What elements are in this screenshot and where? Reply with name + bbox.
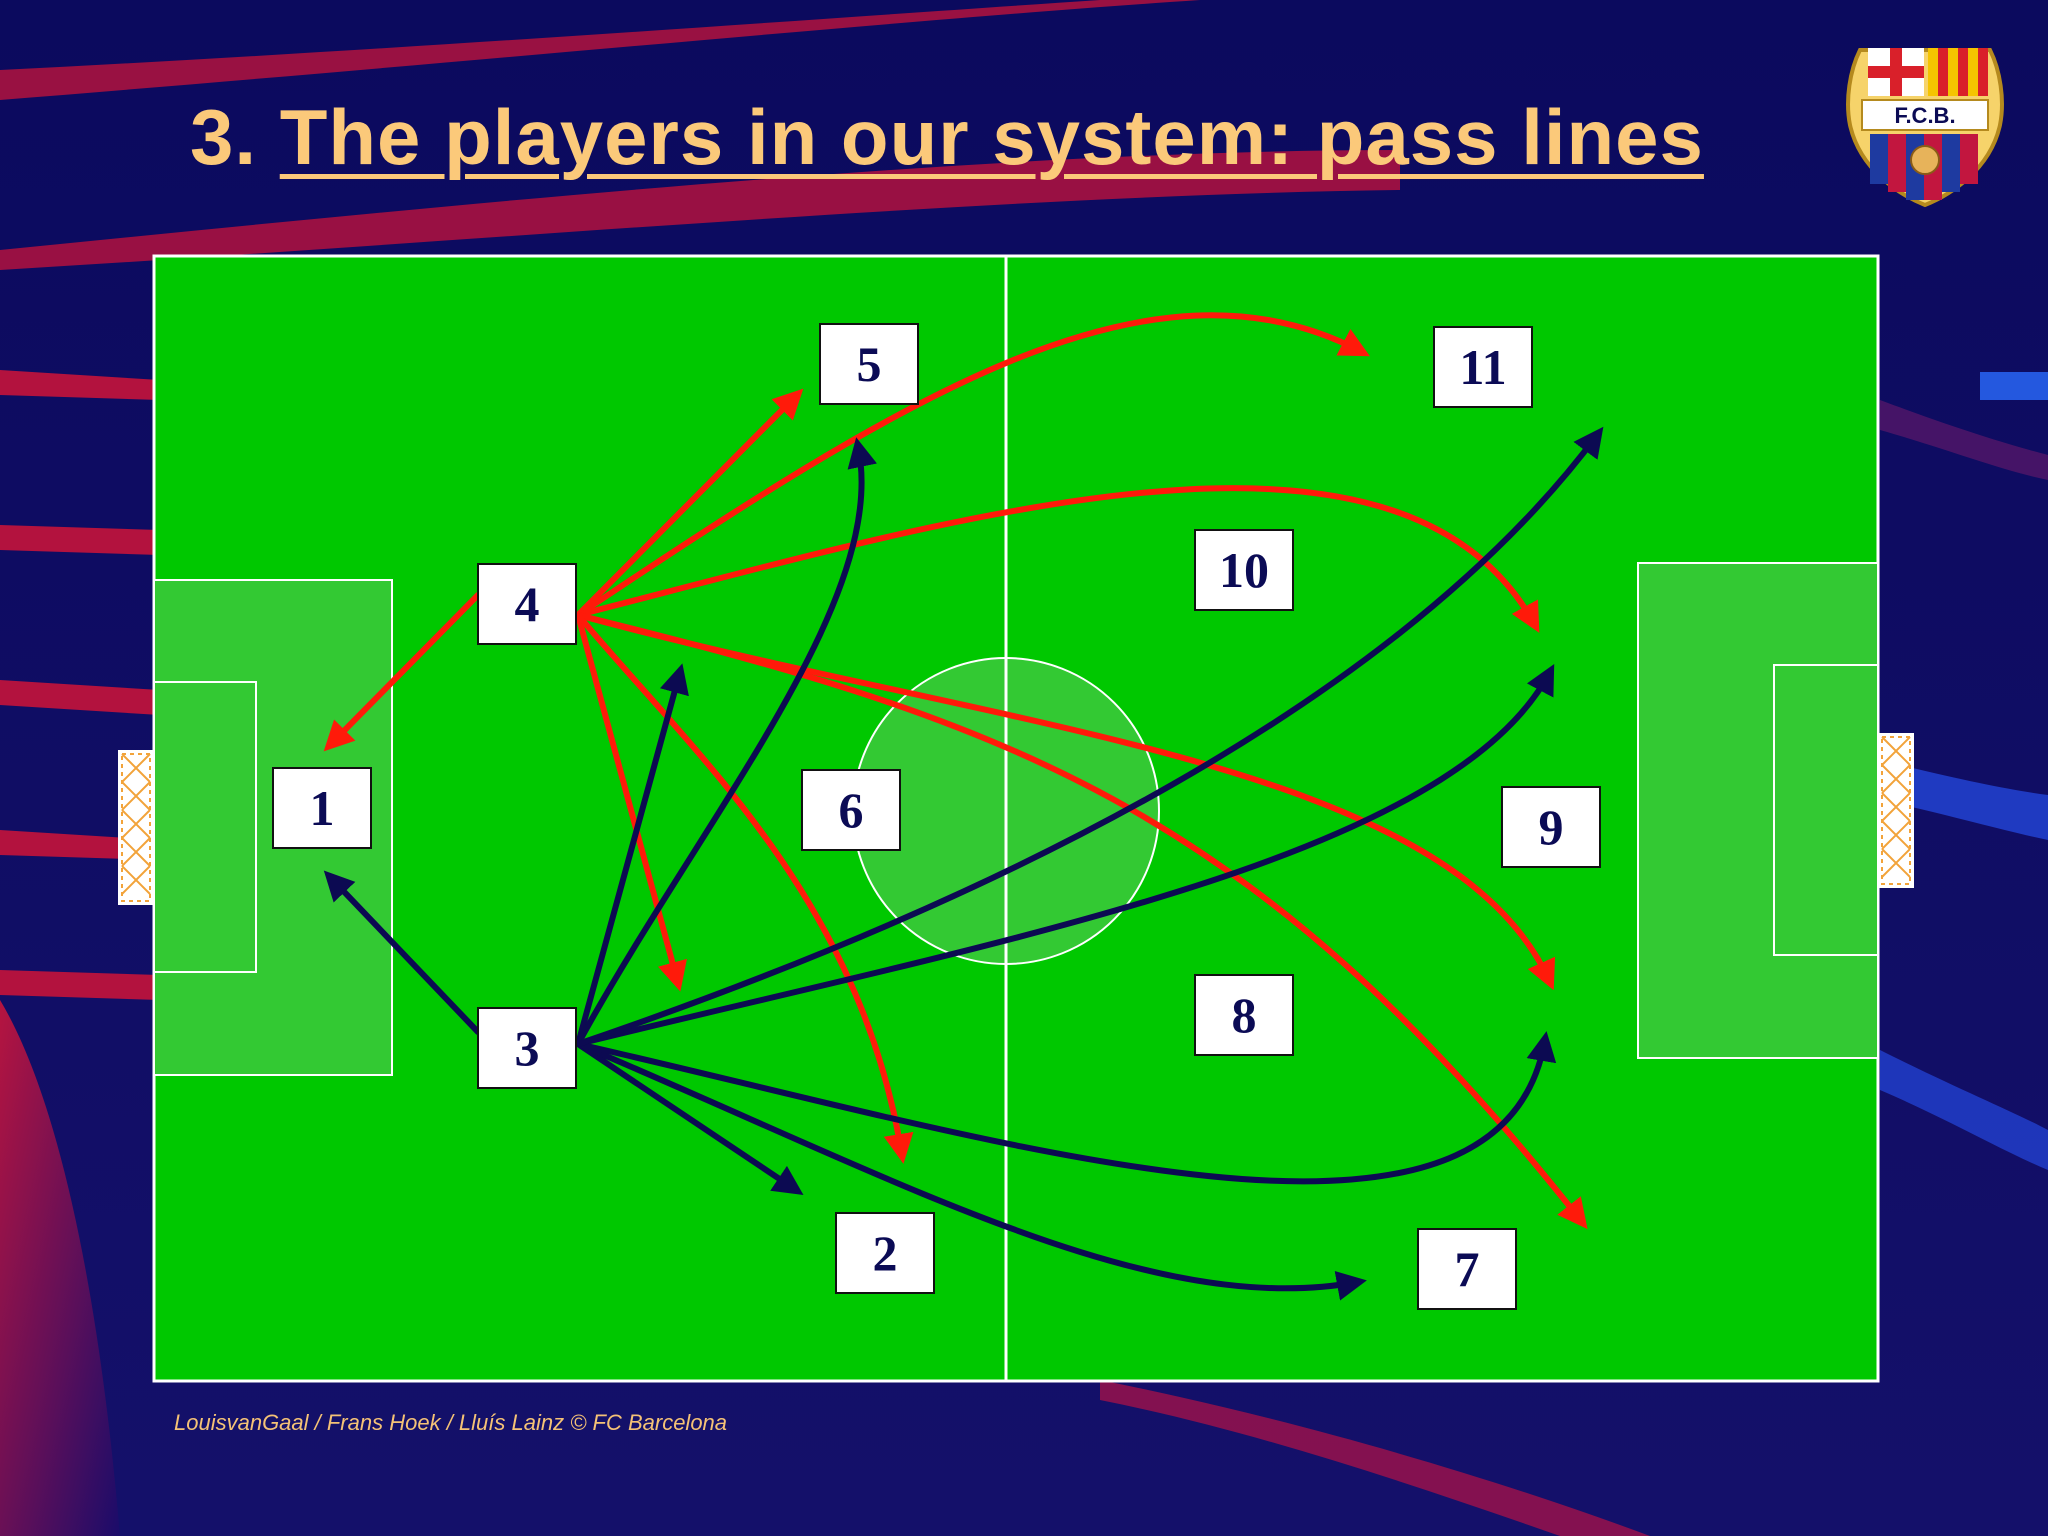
pass-line-3-to-11 [575, 426, 1604, 1047]
player-10-box: 10 [1194, 529, 1294, 611]
player-4-box: 4 [477, 563, 577, 645]
player-9-box: 9 [1501, 786, 1601, 868]
fcb-crest-logo: F.C.B. [1846, 48, 2004, 208]
pass-line-4-to-7 [575, 612, 1588, 1230]
pass-line-4-to-3 [575, 612, 687, 992]
pass-line-4-to-1 [323, 592, 481, 752]
pass-line-4-to-2 [575, 612, 914, 1164]
pass-lines-player-4 [323, 312, 1588, 1230]
stripe [0, 1000, 120, 1536]
stripe [1980, 372, 2048, 400]
stripe [1880, 760, 2048, 840]
stripe [0, 370, 160, 400]
title-number: 3. [190, 93, 258, 181]
player-1-box: 1 [272, 767, 372, 849]
football-pitch [118, 254, 1914, 1383]
pass-line-3-to-7 [575, 1041, 1367, 1301]
stripe [0, 970, 160, 1000]
pass-line-3-to-5 [575, 437, 877, 1047]
player-6-box: 6 [801, 769, 901, 851]
player-11-box: 11 [1433, 326, 1533, 408]
stripe [0, 0, 1200, 100]
footer-credits: LouisvanGaal / Frans Hoek / Lluís Lainz … [174, 1410, 728, 1435]
pass-line-4-to-5 [575, 388, 804, 618]
stripe [1880, 1050, 2048, 1170]
left-goal-area [153, 681, 257, 973]
player-7-box: 7 [1417, 1228, 1517, 1310]
pass-line-3-to-4 [575, 663, 689, 1047]
left-goal [118, 750, 154, 905]
pass-line-3-to-2 [575, 1041, 804, 1196]
slide-title: 3. The players in our system: pass lines [190, 92, 1704, 183]
stripe [0, 680, 160, 715]
player-5-box: 5 [819, 323, 919, 405]
crest-text: F.C.B. [1894, 103, 1955, 128]
right-goal-area [1773, 664, 1879, 956]
player-3-box: 3 [477, 1007, 577, 1089]
pass-line-3-to-9 [575, 664, 1555, 1047]
pass-lines-player-3 [323, 426, 1604, 1301]
pass-line-3-to-right-flank [575, 1031, 1557, 1185]
stripe [0, 150, 1400, 270]
player-8-box: 8 [1194, 974, 1294, 1056]
stripe [0, 525, 160, 555]
pass-line-4-to-11 [575, 312, 1370, 618]
right-goal [1878, 733, 1914, 888]
player-2-box: 2 [835, 1212, 935, 1294]
stripe [1880, 400, 2048, 480]
stripe [1100, 1380, 1650, 1536]
title-text: The players in our system: pass lines [279, 93, 1704, 181]
pass-line-3-to-1 [323, 870, 481, 1035]
pass-line-4-to-9 [575, 485, 1540, 633]
